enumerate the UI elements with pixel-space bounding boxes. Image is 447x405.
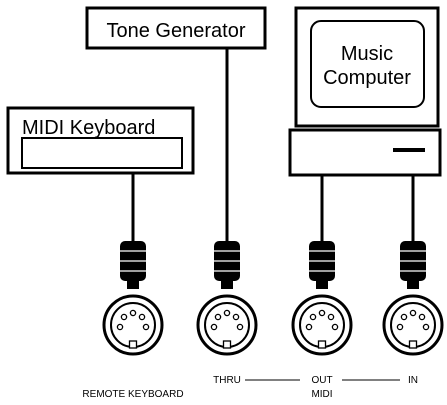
- plug-remote-keyboard: [119, 240, 147, 290]
- label-thru: THRU: [213, 375, 241, 386]
- tone-generator-device: Tone Generator: [85, 6, 267, 50]
- label-out: OUT: [311, 375, 332, 386]
- plug-out: [308, 240, 336, 290]
- label-in: IN: [408, 375, 418, 386]
- music-computer-device: Music Computer: [288, 6, 442, 177]
- label-remote-keyboard: REMOTE KEYBOARD: [82, 389, 183, 400]
- socket-thru: [196, 294, 258, 356]
- midi-keyboard-device: MIDI Keyboard: [6, 106, 195, 175]
- socket-out: [291, 294, 353, 356]
- midi-keyboard-label: MIDI Keyboard: [22, 117, 155, 139]
- computer-label-line2: Computer: [323, 67, 411, 89]
- label-midi: MIDI: [311, 389, 332, 400]
- computer-label-line1: Music: [341, 43, 393, 65]
- plug-thru: [213, 240, 241, 290]
- socket-in: [382, 294, 444, 356]
- socket-remote-keyboard: [102, 294, 164, 356]
- plug-in: [399, 240, 427, 290]
- cables: [131, 48, 415, 243]
- tone-generator-label: Tone Generator: [107, 20, 246, 42]
